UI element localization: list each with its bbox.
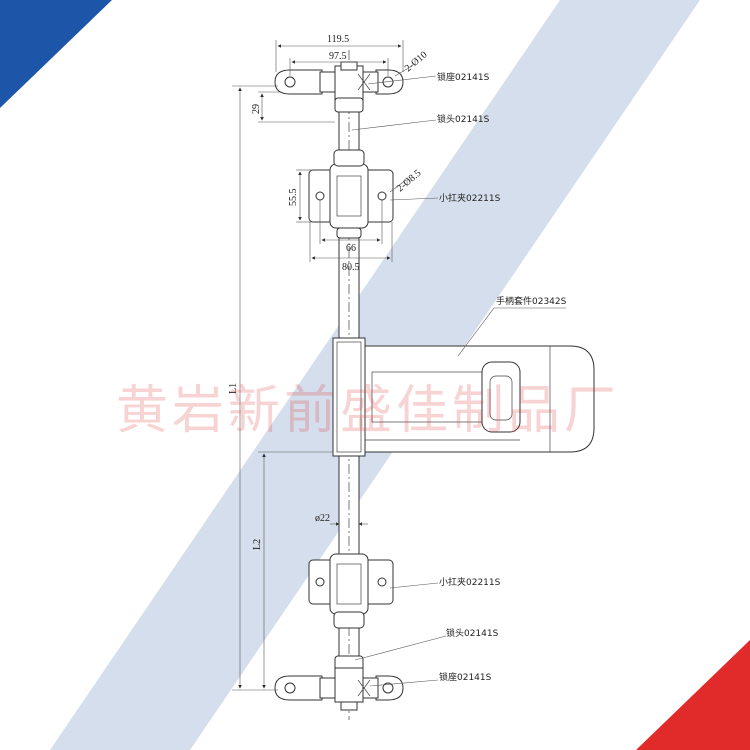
- dimension-lines: [232, 40, 413, 691]
- dim-length-l1: L1: [228, 383, 239, 394]
- bottom-small-clamp: [308, 553, 394, 629]
- bottom-lock-seat: [274, 667, 404, 711]
- label-small-clamp-bottom: 小扛夹02211S: [439, 576, 501, 588]
- dim-width-total: 119.5: [327, 34, 349, 45]
- label-lock-head-bottom: 锁头02141S: [446, 627, 499, 639]
- dim-hole-top: 2-Ø10: [403, 49, 430, 74]
- corner-triangle-blue: [0, 0, 112, 108]
- watermark-text: 黄岩新前盛佳制品厂: [116, 381, 620, 441]
- label-lock-head-top: 锁头02141S: [437, 113, 490, 125]
- dim-height-top: 29: [251, 104, 262, 114]
- dim-length-l2: L2: [252, 539, 263, 550]
- top-lock-seat: [274, 61, 404, 101]
- label-small-clamp-top: 小扛夹02211S: [439, 192, 501, 204]
- dim-width-inner: 97.5: [329, 51, 347, 62]
- top-small-clamp: [308, 149, 394, 239]
- dim-width-66: 66: [346, 243, 356, 254]
- top-lock-head: [334, 97, 364, 113]
- label-lock-seat-bottom: 锁座02141S: [439, 671, 492, 683]
- label-lock-seat-top: 锁座02141S: [437, 71, 490, 83]
- dim-hole-bracket: 2-Ø8.5: [395, 168, 424, 194]
- dim-height-bracket: 55.5: [288, 189, 299, 207]
- leader-lines: [351, 75, 566, 687]
- label-handle-kit: 手柄套件02342S: [496, 295, 567, 307]
- handle-kit: [332, 337, 595, 457]
- dim-width-80: 80.5: [342, 262, 360, 273]
- corner-triangle-red: [636, 640, 750, 750]
- dim-rod-diameter: ø22: [315, 513, 330, 524]
